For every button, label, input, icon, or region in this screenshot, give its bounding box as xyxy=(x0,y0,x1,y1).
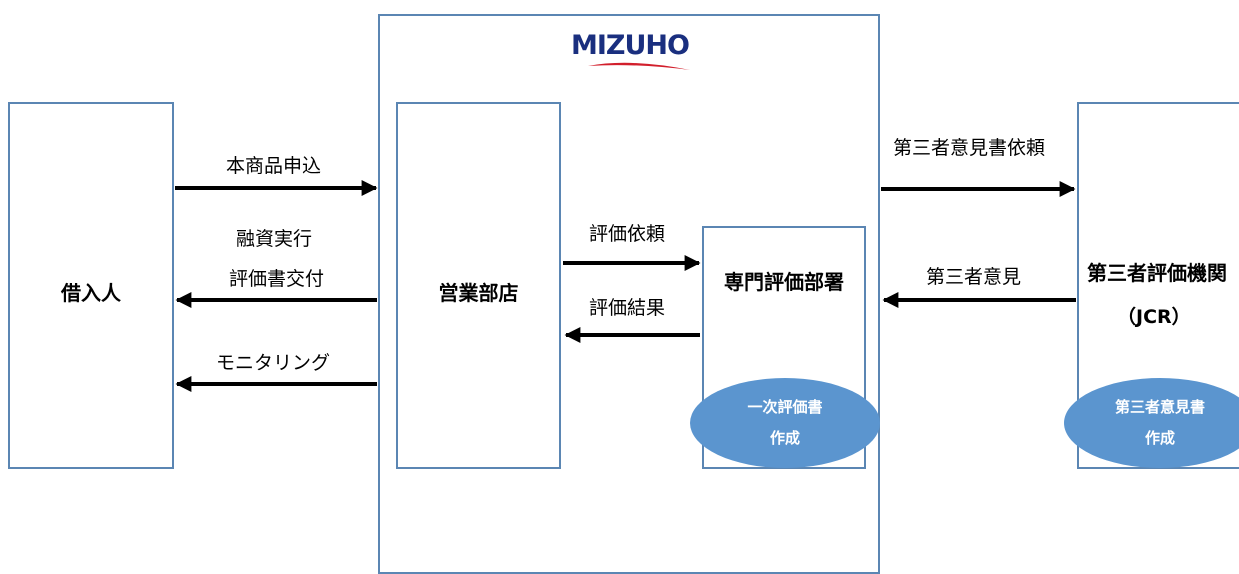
label-loan-execution: 融資実行 xyxy=(236,228,313,250)
label-evaluation-delivery: 評価書交付 xyxy=(229,268,325,290)
third-party-label: 第三者評価機関 xyxy=(1087,261,1227,285)
label-application: 本商品申込 xyxy=(226,155,322,177)
label-evaluation-result: 評価結果 xyxy=(589,297,666,319)
mizuho-logo-swoosh xyxy=(588,62,690,70)
label-opinion: 第三者意見 xyxy=(926,266,1022,288)
mizuho-logo-text: MIZUHO xyxy=(571,30,689,61)
sales-branch-label: 営業部店 xyxy=(438,281,519,305)
primary-evaluation-line2: 作成 xyxy=(769,429,800,447)
flow-arrows xyxy=(175,180,1076,392)
label-opinion-request: 第三者意見書依頼 xyxy=(893,137,1046,159)
primary-evaluation-line1: 一次評価書 xyxy=(747,398,823,416)
borrower-box: 借入人 xyxy=(8,102,174,469)
third-party-abbr: （JCR） xyxy=(1117,306,1191,328)
primary-evaluation-ellipse: 一次評価書 作成 xyxy=(690,378,880,468)
mizuho-logo: MIZUHO xyxy=(560,28,700,78)
third-party-opinion-ellipse: 第三者意見書 作成 xyxy=(1064,378,1239,468)
borrower-label: 借入人 xyxy=(61,281,121,305)
label-evaluation-request: 評価依頼 xyxy=(589,223,666,245)
third-party-opinion-line1: 第三者意見書 xyxy=(1114,398,1205,416)
evaluation-dept-label: 専門評価部署 xyxy=(724,270,844,294)
third-party-opinion-line2: 作成 xyxy=(1144,429,1175,447)
sales-branch-box: 営業部店 xyxy=(396,102,561,469)
label-monitoring: モニタリング xyxy=(216,352,331,374)
